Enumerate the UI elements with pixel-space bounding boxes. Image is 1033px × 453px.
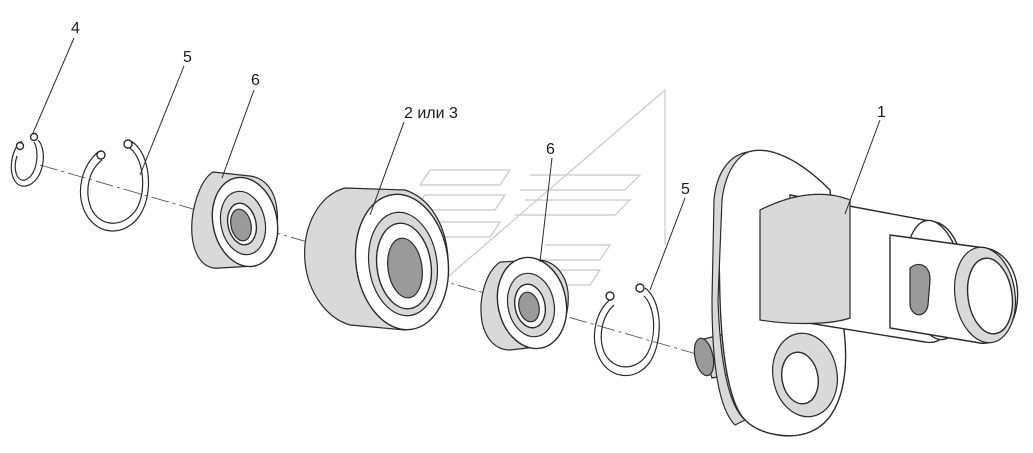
callout-5-right: 5 <box>681 181 690 198</box>
bearing-right <box>480 256 569 351</box>
callout-5-left: 5 <box>183 49 192 66</box>
leader-2or3 <box>369 121 405 216</box>
roller-bushing <box>304 187 450 331</box>
callout-6-right: 6 <box>546 141 555 158</box>
watermark-logo <box>408 88 666 306</box>
callout-4: 4 <box>71 20 80 37</box>
leader-6-left <box>221 89 255 179</box>
leader-5-right <box>649 197 686 291</box>
leader-1 <box>844 119 881 215</box>
bearing-left <box>191 171 279 269</box>
lever-shaft <box>693 149 1019 437</box>
callout-2or3: 2 или 3 <box>404 105 458 122</box>
retaining-ring-small <box>10 132 44 187</box>
leader-4 <box>32 37 75 134</box>
callout-1: 1 <box>877 104 886 121</box>
callout-6-left: 6 <box>251 72 260 89</box>
leader-6-right <box>539 157 553 263</box>
retaining-ring-right <box>593 283 660 377</box>
leader-5-left <box>139 65 185 176</box>
retaining-ring-left <box>79 139 150 232</box>
